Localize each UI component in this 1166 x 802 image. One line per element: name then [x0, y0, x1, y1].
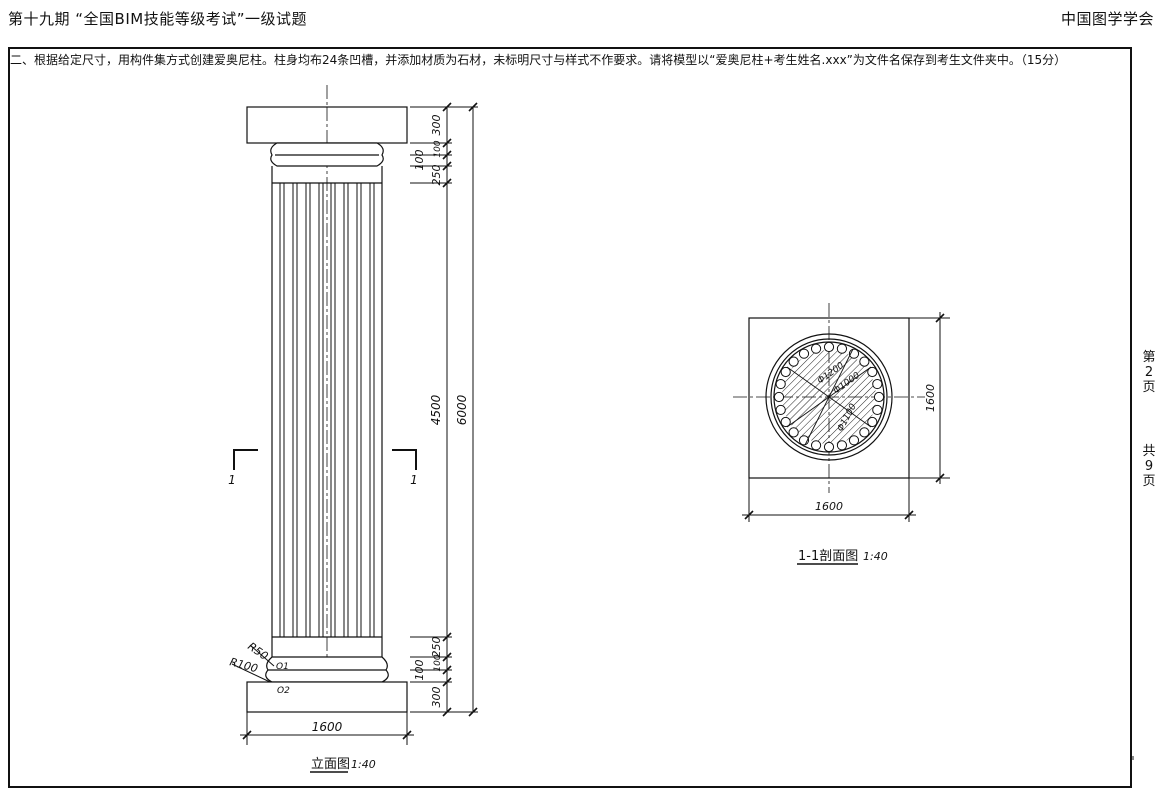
section-flute — [848, 435, 860, 446]
dim-100-bottom: 100 — [433, 654, 443, 671]
page-info-ye: 页 — [1142, 380, 1156, 395]
dim-100-bottom-outer: 100 — [413, 660, 426, 681]
section-flute — [798, 348, 810, 359]
dim-250-top: 250 — [430, 165, 443, 186]
center-label-o2: O2 — [277, 686, 290, 696]
elevation-dimension-labels: 300 100 100 250 4500 6000 250 100 100 30… — [413, 115, 469, 708]
flutes — [279, 183, 375, 637]
section-flute — [836, 343, 848, 354]
section-title: 1-1剖面图 — [798, 549, 858, 564]
section-flute — [780, 416, 791, 428]
section-title-group: 1-1剖面图 1:40 — [797, 549, 888, 565]
page-info: 第 2 页 — [1141, 350, 1157, 395]
section-flute — [823, 341, 835, 353]
elevation-width-label: 1600 — [312, 720, 343, 734]
section-flute — [810, 343, 822, 354]
page-number: 2 — [1144, 365, 1154, 380]
elevation-dimensions — [410, 102, 478, 717]
question-text: 二、根据给定尺寸，用构件集方式创建爱奥尼柱。柱身均布24条凹槽，并添加材质为石材… — [10, 53, 1067, 67]
section-flute — [788, 427, 799, 438]
section-flute — [872, 404, 883, 416]
drawing-frame — [8, 47, 1132, 788]
elevation-view — [246, 85, 408, 713]
dim-300-bottom: 300 — [430, 687, 443, 708]
page-info-gong: 共 — [1142, 444, 1156, 459]
base-block — [246, 681, 408, 713]
section-bottom-dim-label: 1600 — [815, 500, 843, 513]
dim-100-top-outer: 100 — [413, 150, 426, 171]
section-mark-right-label: 1 — [410, 473, 418, 487]
section-marks — [233, 449, 417, 470]
dim-4500: 4500 — [429, 394, 443, 425]
header-title: 第十九期 “全国BIM技能等级考试”一级试题 — [8, 10, 307, 28]
radius-label-r100: R100 — [228, 655, 259, 675]
page-info-di: 第 — [1142, 350, 1156, 365]
center-label-o1: O1 — [276, 662, 289, 672]
section-flute — [872, 378, 883, 390]
section-scale: 1:40 — [863, 550, 888, 563]
section-flute — [836, 440, 848, 451]
section-view — [733, 303, 925, 493]
section-flute — [867, 416, 878, 428]
section-flute — [780, 366, 791, 378]
section-flutes — [773, 341, 885, 453]
section-flute — [873, 391, 885, 403]
header-organization: 中国图学学会 — [1060, 10, 1154, 28]
dim-250-bottom: 250 — [430, 637, 443, 658]
section-flute — [788, 356, 799, 367]
section-flute — [859, 356, 870, 367]
section-flute — [775, 404, 786, 416]
page-info-ye-2: 页 — [1142, 474, 1156, 489]
elevation-title: 立面图 — [311, 757, 350, 772]
elevation-width-dimension — [240, 712, 414, 745]
section-flute — [823, 441, 835, 453]
section-outer-circle — [765, 333, 893, 461]
section-mark-left-label: 1 — [228, 473, 236, 487]
section-side-dim-label: 1600 — [924, 384, 937, 412]
section-flute — [775, 378, 786, 390]
radius-leaders — [231, 644, 275, 683]
dim-100-top: 100 — [433, 140, 443, 157]
dim-6000: 6000 — [455, 394, 469, 425]
dim-300-top: 300 — [430, 115, 443, 136]
page-total: 9 — [1144, 459, 1154, 474]
section-flute — [859, 427, 870, 438]
section-flute — [867, 366, 878, 378]
section-middle-circle — [770, 338, 888, 456]
elevation-scale: 1:40 — [351, 758, 376, 771]
section-dimensions — [742, 312, 950, 522]
elevation-title-group: 立面图 1:40 — [310, 757, 376, 773]
section-flute — [810, 440, 822, 451]
page-total-info: 共 9 页 — [1141, 444, 1157, 489]
section-flute — [773, 391, 785, 403]
